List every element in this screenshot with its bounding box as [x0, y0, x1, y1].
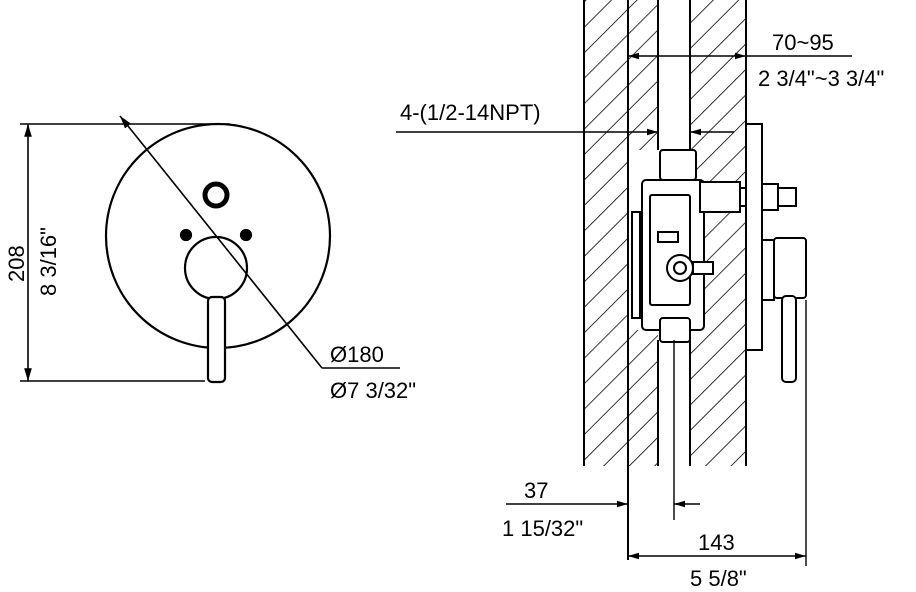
- wall-range-in-label: 2 3/4"~3 3/4": [758, 66, 884, 91]
- height-mm-label: 208: [4, 245, 29, 282]
- wall-left-hatch: [584, 0, 628, 466]
- connection-label: 4-(1/2-14NPT): [400, 100, 541, 125]
- diameter-in-label: Ø7 3/32": [330, 378, 416, 403]
- front-dimension-labels: 208 8 3/16" Ø180 Ø7 3/32": [4, 227, 416, 403]
- trim-side: [745, 123, 807, 383]
- screw-hole-right: [239, 228, 253, 242]
- valve-body: [641, 149, 797, 343]
- side-dimension-labels: 70~95 2 3/4"~3 3/4" 4-(1/2-14NPT) 37 1 1…: [400, 30, 884, 591]
- offset-mm-label: 37: [524, 478, 548, 503]
- side-view: [396, 0, 852, 566]
- depth-in-label: 5 5/8": [690, 566, 747, 591]
- wall-mid-hatch: [628, 0, 658, 150]
- screw-hole-left: [179, 228, 193, 242]
- depth-mm-label: 143: [698, 530, 735, 555]
- diverter-knob: [202, 181, 230, 209]
- front-view: [20, 115, 400, 384]
- wall-lower-hatch: [628, 330, 658, 466]
- wall-range-mm-label: 70~95: [772, 30, 834, 55]
- mounting-plate: [631, 211, 641, 319]
- handle-hub: [183, 235, 249, 301]
- offset-in-label: 1 15/32": [502, 516, 583, 541]
- diameter-mm-label: Ø180: [330, 342, 384, 367]
- height-in-label: 8 3/16": [36, 227, 61, 296]
- lever-handle: [206, 295, 227, 384]
